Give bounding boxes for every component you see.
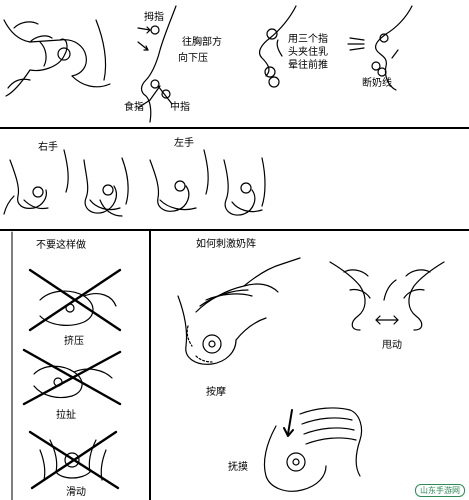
pull-figure	[22, 348, 122, 406]
three-fingers-line-2: 头夹住乳	[288, 47, 328, 58]
left-hand-figures	[149, 149, 266, 216]
right-hand-figures	[3, 149, 129, 217]
stroke-figure	[263, 407, 363, 492]
shake-figure	[329, 261, 445, 331]
massage-figure	[177, 257, 301, 365]
label-middle-finger: 中指	[170, 102, 190, 113]
finger-position-figure	[137, 5, 177, 123]
label-pull: 拉扯	[56, 410, 76, 421]
stimulate-title: 如何刺激奶阵	[196, 239, 256, 250]
hand-cupping-breast-figure	[3, 19, 111, 97]
label-left-hand: 左手	[174, 138, 194, 149]
label-shake: 甩动	[382, 340, 402, 351]
label-three-fingers: 用三个指 头夹住乳 晕往前推	[288, 33, 328, 72]
slide-figure	[28, 430, 120, 490]
label-right-hand: 右手	[38, 142, 58, 153]
label-toward-chest: 往胸部方	[182, 37, 222, 48]
label-stroke: 抚摸	[228, 462, 248, 473]
dont-title: 不要这样做	[36, 240, 86, 251]
label-index-finger: 食指	[124, 102, 144, 113]
three-fingers-figure	[258, 5, 297, 88]
label-press-down: 向下压	[178, 53, 208, 64]
label-massage: 按摩	[206, 387, 226, 398]
label-breaking-milk: 断奶线	[362, 78, 392, 89]
label-thumb: 拇指	[144, 12, 164, 23]
milk-spray-figure	[347, 5, 413, 91]
label-slide: 滑动	[66, 487, 86, 498]
squeeze-figure	[28, 268, 122, 332]
three-fingers-line-3: 晕往前推	[288, 60, 328, 71]
label-squeeze: 挤压	[64, 336, 84, 347]
three-fingers-line-1: 用三个指	[288, 34, 328, 45]
section-dividers	[0, 127, 469, 500]
watermark-logo: 山东手游网	[415, 484, 465, 497]
